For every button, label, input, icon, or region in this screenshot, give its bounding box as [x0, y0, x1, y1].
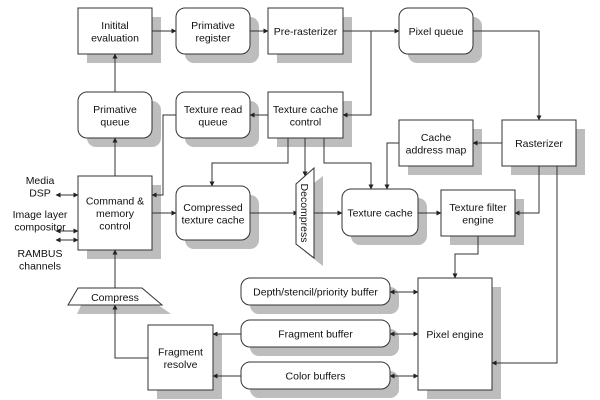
decompress-node: [295, 166, 315, 260]
fragment-buffer-node: [240, 319, 391, 348]
initial-evaluation-node: [77, 7, 153, 55]
decompress-label: Decompress: [298, 184, 310, 243]
color-buffers-label: Color buffers: [286, 371, 346, 383]
edge-cachemap-to-texcache: [384, 142, 399, 190]
edge-filter-to-pixelengine: [452, 236, 479, 279]
primative-register-node: [175, 7, 251, 55]
pixel-engine-label: Pixel engine: [426, 329, 483, 341]
edge-texcachectl-to-compressed: [209, 138, 289, 187]
primative-queue-node: [77, 91, 153, 139]
cache-address-map-node: [398, 119, 474, 167]
pre-rasterizer-label: Pre-rasterizer: [274, 26, 338, 38]
rasterizer-node: [501, 119, 577, 167]
edge-resolve-to-compress: [112, 304, 148, 359]
edge-prerast-to-texcachectl: [342, 31, 372, 118]
edge-rasterizer-to-filter: [514, 166, 540, 216]
pixel-engine-node: [417, 277, 493, 391]
edge-rasterizer-to-pixelengine: [491, 166, 558, 366]
texture-cache-node: [341, 188, 419, 237]
edge-texcachectl-to-texcache: [323, 138, 374, 190]
pixel-queue-label: Pixel queue: [409, 26, 464, 38]
compress-label: Compress: [91, 292, 139, 304]
texture-read-queue-node: [175, 91, 251, 139]
pre-rasterizer-node: [267, 7, 344, 55]
command-memory-control-node: [77, 175, 153, 251]
pixel-queue-node: [398, 7, 474, 55]
fragment-resolve-node: [147, 324, 214, 391]
color-buffers-node: [240, 361, 391, 390]
compressed-texture-cache-node: [175, 185, 251, 241]
texture-cache-label: Texture cache: [347, 208, 413, 220]
depth-stencil-priority-buffer-label: Depth/stencil/priority buffer: [253, 287, 378, 299]
fragment-buffer-label: Fragment buffer: [278, 329, 353, 341]
depth-stencil-priority-buffer-node: [240, 277, 391, 306]
edge-pixelqueue-to-rasterizer: [473, 30, 542, 121]
texture-cache-control-node: [267, 91, 344, 139]
texture-filter-engine-node: [440, 189, 516, 237]
rasterizer-label: Rasterizer: [515, 138, 563, 150]
edge-readqueue-to-command: [151, 114, 176, 198]
compress-node: [67, 287, 164, 306]
